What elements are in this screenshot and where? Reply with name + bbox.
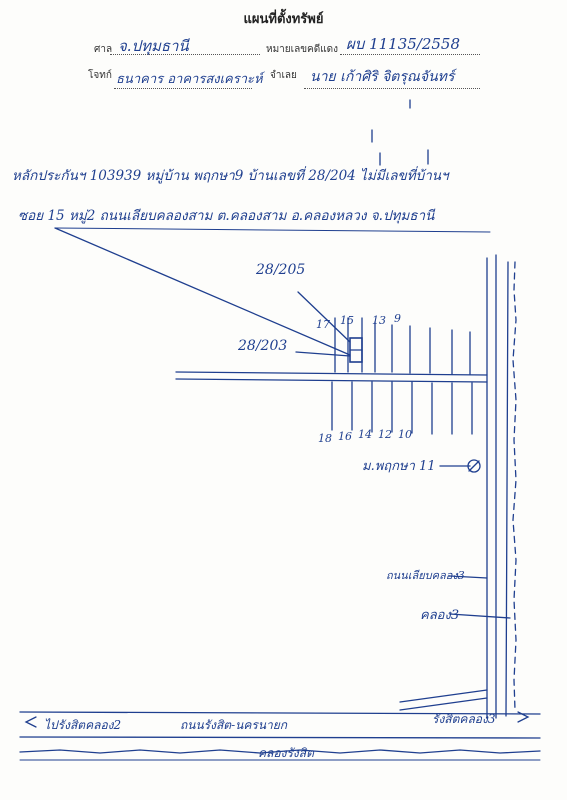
neighbor-left-pointer — [295, 351, 351, 357]
plaintiff-label: โจทก์ — [88, 70, 112, 81]
lot-top-label: 17 — [316, 318, 330, 331]
pointer-line — [54, 227, 351, 356]
lot-bottom-label: 12 — [378, 428, 392, 441]
neighbor-left-label: 28/203 — [238, 338, 288, 354]
main-road-bottom — [19, 736, 541, 739]
neighbor-top-pointer — [297, 291, 351, 343]
lot-bottom-label: 18 — [318, 432, 332, 445]
defendant-label: จำเลย — [270, 70, 297, 81]
court-underline — [110, 54, 260, 55]
village-marker — [467, 459, 481, 473]
right-arrow-head — [517, 711, 530, 723]
lot-bottom-label: 16 — [338, 430, 352, 443]
lot-top-label: 13 — [372, 314, 386, 327]
plaintiff-value: ธนาคาร อาคารสงเคราะห์ — [116, 72, 263, 87]
junction-line — [399, 689, 488, 703]
village-marker-slash — [468, 460, 480, 472]
court-value: จ.ปทุมธานี — [118, 37, 189, 55]
road-bottom-mid-label: ถนนรังสิต-นครนายก — [180, 718, 288, 732]
case-no-underline — [340, 54, 480, 55]
soi-bottom-edge — [175, 378, 488, 383]
lot-bottom-label: 14 — [358, 428, 372, 441]
canal-right-arrow — [449, 613, 511, 619]
page-title: แผนที่ตั้งทรัพย์ — [243, 12, 324, 27]
soi-top-edge — [175, 371, 488, 376]
case-no-label: หมายเลขคดีแดง — [266, 44, 339, 55]
defendant-value: นาย เก้าศิริ จิตรุณจันทร์ — [310, 69, 455, 85]
village-label: ม.พฤกษา 11 — [362, 459, 436, 474]
canal-bottom-label: คลองรังสิต — [258, 746, 314, 760]
road-bottom-right-label: รังสิตคลอง3 — [432, 712, 496, 726]
canal-line — [512, 261, 517, 711]
neighbor-top-label: 28/205 — [256, 262, 306, 278]
court-label: ศาล — [94, 44, 113, 55]
property-line-1: หลักประกันฯ 103939 หมู่บ้าน พฤกษา9 บ้านเ… — [12, 168, 449, 184]
lot-top-label: 9 — [394, 312, 401, 325]
case-no-value: ผบ 11135/2558 — [346, 35, 461, 53]
road-right-label: ถนนเลียบคลอง3 — [386, 569, 465, 582]
property-line-2: ซอย 15 หมู่2 ถนนเลียบคลองสาม ต.คลองสาม อ… — [18, 208, 435, 224]
junction-line — [399, 697, 488, 711]
defendant-underline — [304, 88, 480, 89]
canal-edge — [505, 261, 509, 717]
lot-top-label: 15 — [340, 314, 354, 327]
road-bottom-left-label: ไปรังสิตคลอง2 — [44, 718, 122, 732]
lot-bottom-label: 10 — [398, 428, 412, 441]
canal-right-label: คลอง3 — [420, 608, 460, 623]
canal-bottom-line — [19, 749, 541, 754]
main-road-top — [19, 711, 541, 715]
description-underline — [54, 227, 491, 233]
left-arrow-head — [24, 716, 37, 728]
plaintiff-underline — [114, 88, 252, 89]
road-right-arrow — [449, 575, 488, 579]
